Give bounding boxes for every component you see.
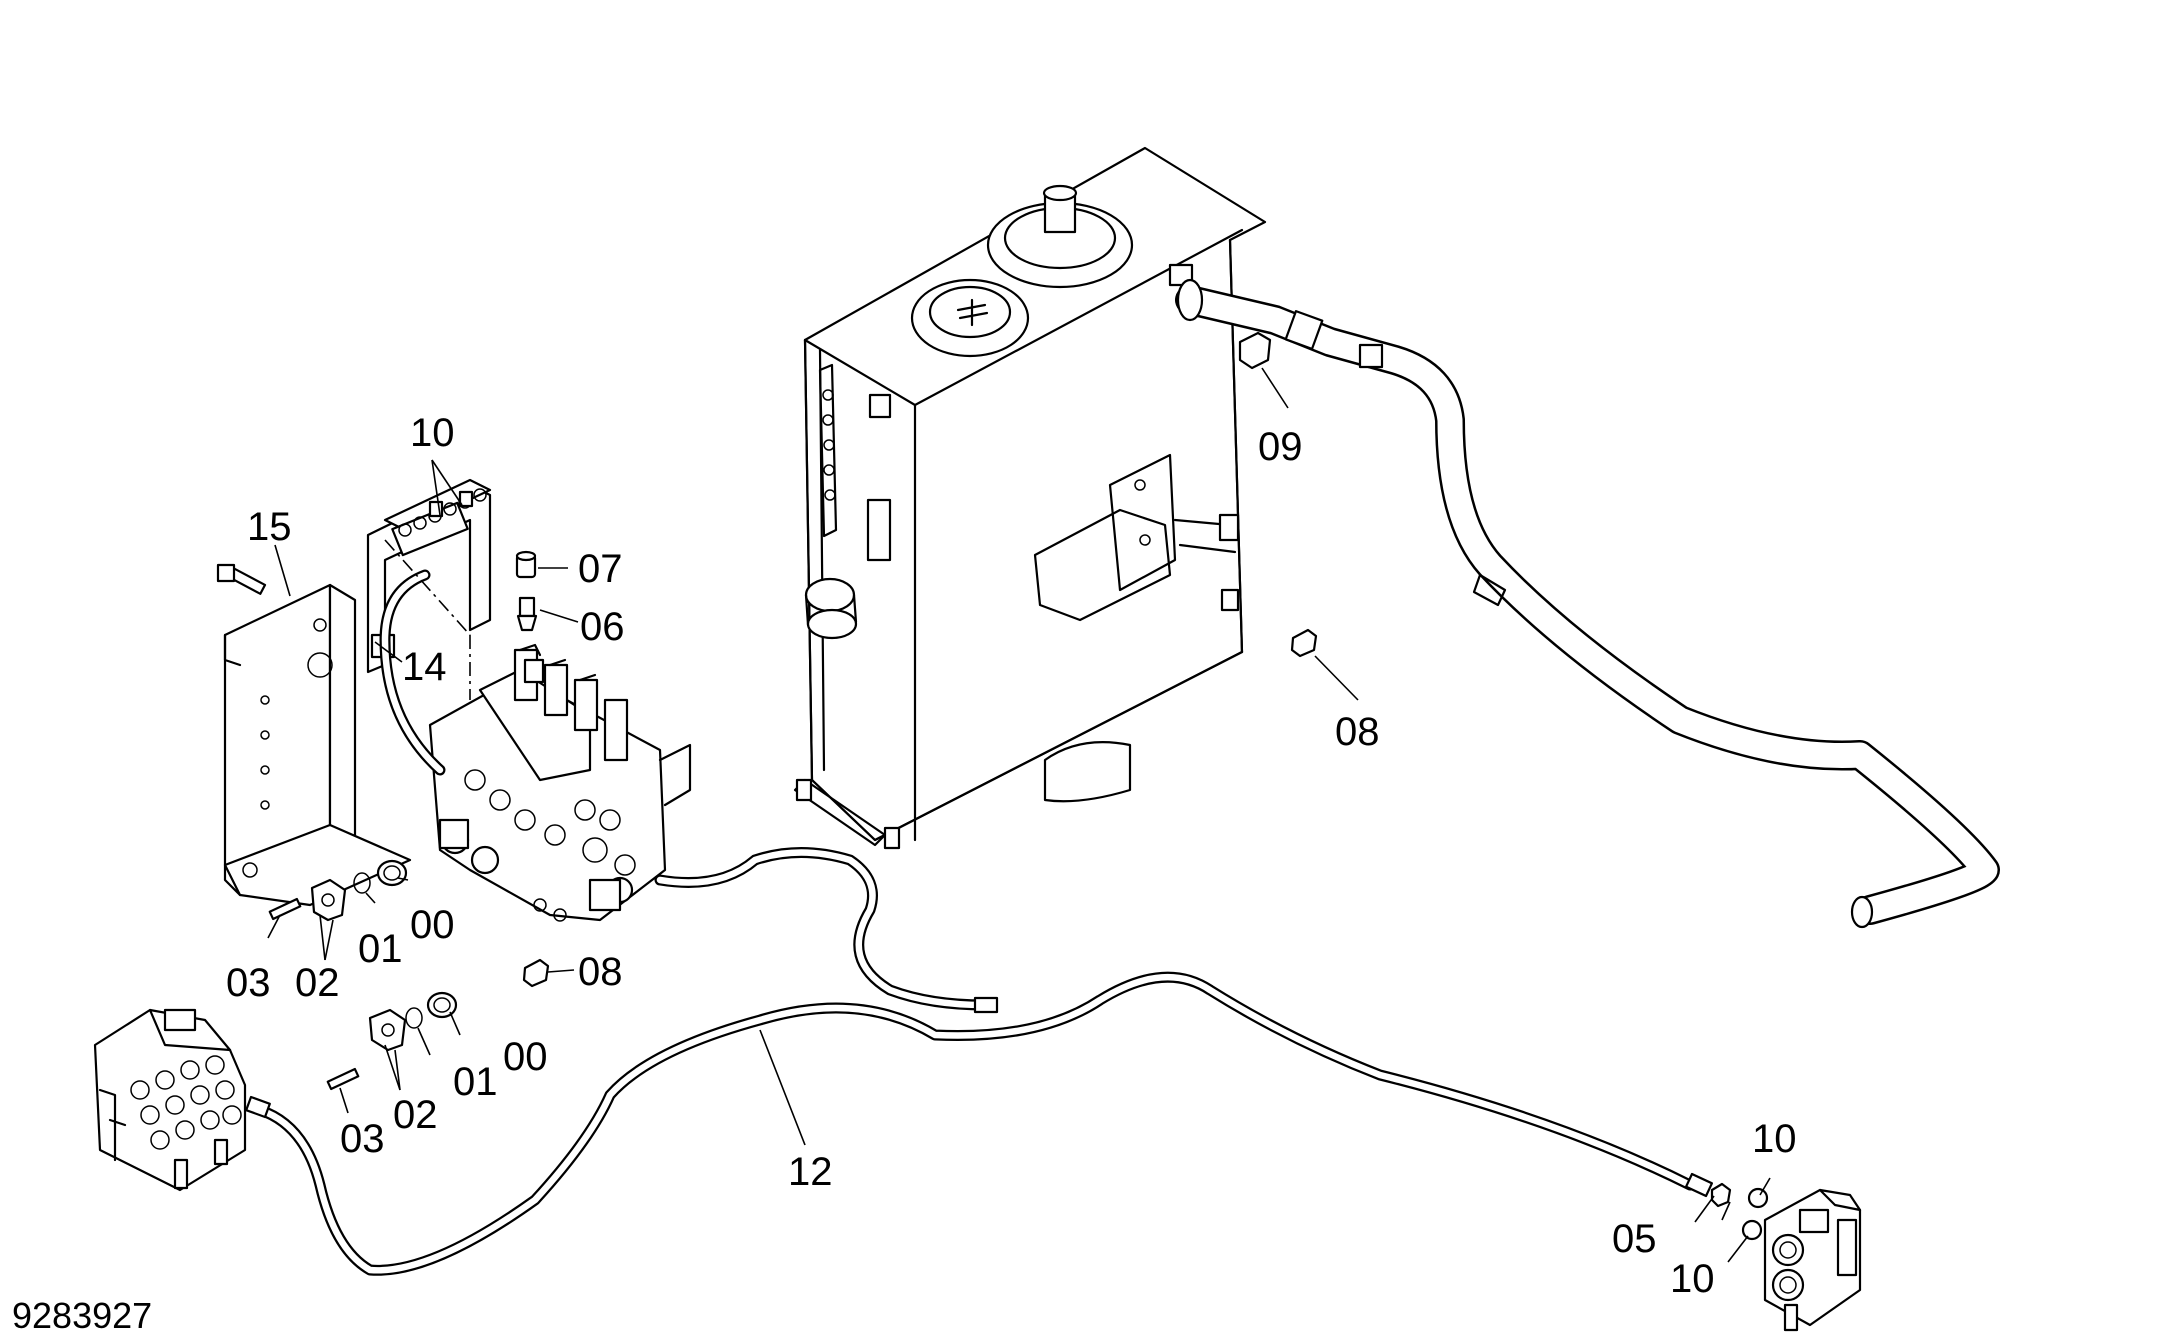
callout-03-upper: 03 <box>226 961 271 1005</box>
hose-middle <box>654 847 999 1014</box>
leader-lines <box>267 367 1771 1263</box>
callout-09: 09 <box>1258 425 1303 469</box>
control-valve-assembly <box>223 478 692 922</box>
callout-00-lower: 00 <box>503 1035 548 1079</box>
callout-07: 07 <box>578 547 623 591</box>
callout-03-lower: 03 <box>340 1117 385 1161</box>
callout-01-lower: 01 <box>453 1060 498 1104</box>
callout-10-right-top: 10 <box>1752 1117 1797 1161</box>
document-number: 9283927 <box>12 1295 152 1336</box>
return-pipe <box>1175 278 2000 929</box>
callout-00-upper: 00 <box>410 903 455 947</box>
hose-12 <box>245 971 1714 1276</box>
remote-control-valve-right <box>1741 1187 1862 1332</box>
callout-15: 15 <box>247 505 292 549</box>
callout-02-lower: 02 <box>393 1093 438 1137</box>
callout-10-top: 10 <box>410 411 455 455</box>
callout-06: 06 <box>580 605 625 649</box>
callout-05: 05 <box>1612 1217 1657 1261</box>
remote-control-valve-left <box>93 1008 247 1192</box>
small-parts <box>216 331 1732 1208</box>
callout-12: 12 <box>788 1150 833 1194</box>
callout-08-lower: 08 <box>578 950 623 994</box>
callouts: 10 15 07 06 14 00 01 02 03 08 00 01 02 0… <box>226 411 1797 1301</box>
hydraulic-tank <box>793 146 1267 850</box>
callout-01-upper: 01 <box>358 927 403 971</box>
callout-02-upper: 02 <box>295 961 340 1005</box>
callout-08-tank: 08 <box>1335 710 1380 754</box>
callout-10-right-bottom: 10 <box>1670 1257 1715 1301</box>
callout-14: 14 <box>402 645 447 689</box>
